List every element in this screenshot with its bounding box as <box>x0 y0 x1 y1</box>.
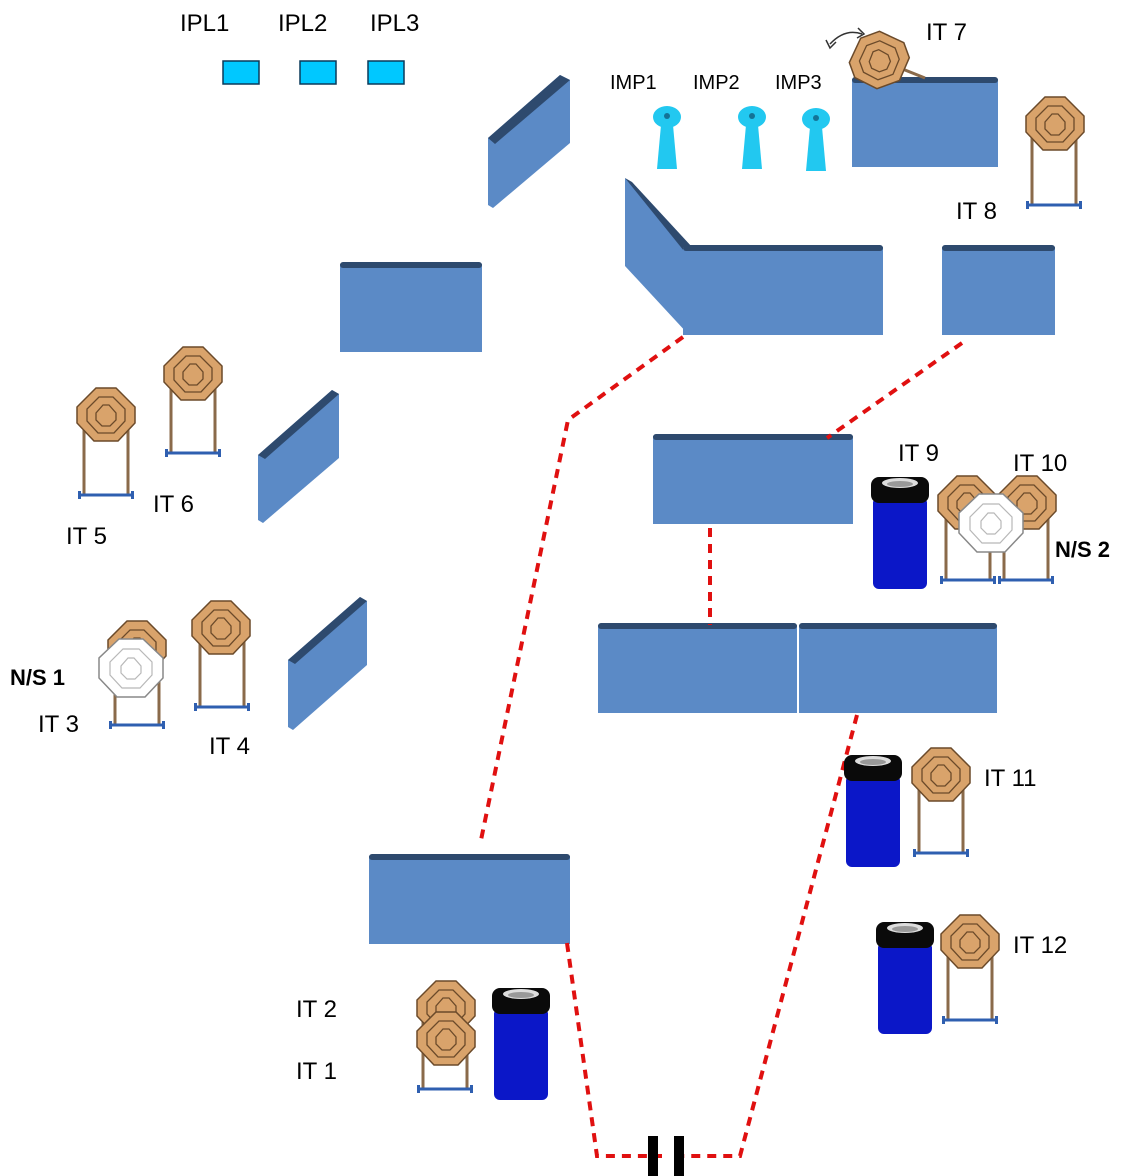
barrel-icon <box>876 922 934 1034</box>
label-it2: IT 2 <box>296 996 337 1023</box>
plate-icon <box>299 60 337 85</box>
wall <box>852 77 998 167</box>
wall-with-wing <box>625 178 883 335</box>
popper-icon <box>738 106 766 169</box>
angled-wall <box>258 390 339 523</box>
plate-icon <box>222 60 260 85</box>
swinger-target <box>842 24 926 96</box>
octagon-target-icon <box>76 387 136 442</box>
label-it11: IT 11 <box>984 765 1036 792</box>
barrel-icon <box>844 755 902 867</box>
wall-double <box>598 623 997 713</box>
rotate-arrow-icon <box>825 27 866 50</box>
plate-icon <box>367 60 405 85</box>
fault-lines <box>479 335 964 1158</box>
label-ipl1: IPL1 <box>180 10 229 37</box>
label-ipl3: IPL3 <box>370 10 419 37</box>
wall <box>340 262 482 352</box>
label-it6: IT 6 <box>153 491 194 518</box>
angled-wall <box>488 75 570 208</box>
label-it1: IT 1 <box>296 1058 337 1085</box>
label-it7: IT 7 <box>926 19 967 46</box>
popper-icon <box>653 106 681 169</box>
barrel-icon <box>492 988 550 1100</box>
angled-wall <box>288 597 367 730</box>
label-imp3: IMP3 <box>775 72 822 94</box>
label-ns2: N/S 2 <box>1055 537 1110 562</box>
octagon-target-icon <box>163 346 223 401</box>
label-it8: IT 8 <box>956 198 997 225</box>
label-it10: IT 10 <box>1013 450 1067 477</box>
label-it5: IT 5 <box>66 523 107 550</box>
label-imp2: IMP2 <box>693 72 740 94</box>
label-ipl2: IPL2 <box>278 10 327 37</box>
wall <box>942 245 1055 335</box>
wall <box>369 854 570 944</box>
octagon-target-icon <box>911 747 971 802</box>
octagon-target-icon <box>191 600 251 655</box>
octagon-target-icon <box>940 914 1000 969</box>
label-it9: IT 9 <box>898 440 939 467</box>
popper-icon <box>802 108 830 171</box>
wall <box>653 434 853 524</box>
label-it4: IT 4 <box>209 733 250 760</box>
label-ns1: N/S 1 <box>10 665 65 690</box>
label-it12: IT 12 <box>1013 932 1067 959</box>
barrel-icon <box>871 477 929 589</box>
start-position-marker <box>648 1136 684 1176</box>
label-imp1: IMP1 <box>610 72 657 94</box>
octagon-target-icon <box>1025 96 1085 151</box>
label-it3: IT 3 <box>38 711 79 738</box>
